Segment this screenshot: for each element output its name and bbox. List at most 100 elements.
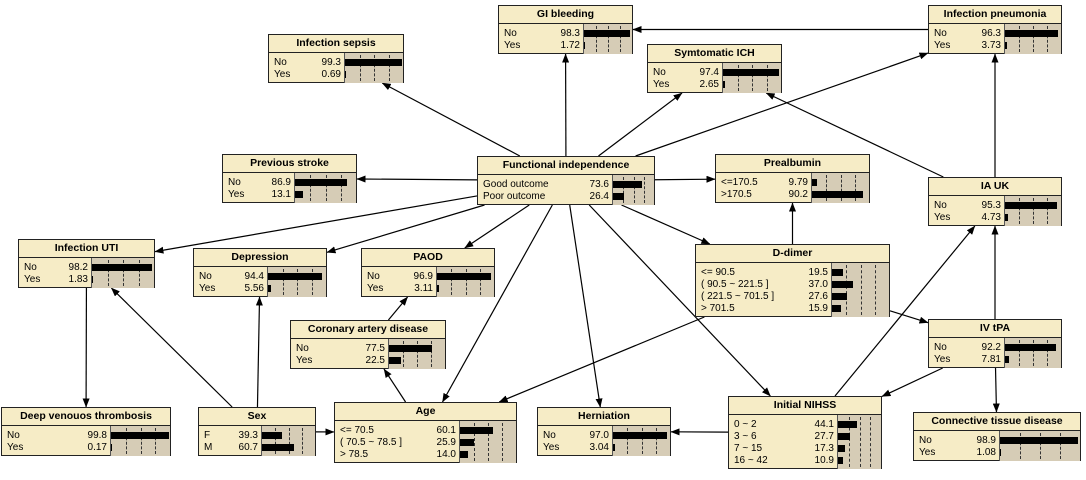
bar-gridline [141, 428, 142, 454]
state-label: Poor outcome [483, 191, 546, 202]
state-probability: 60.7 [238, 442, 258, 453]
bar-gridline [312, 269, 313, 295]
node-title: Prealbumin [716, 155, 869, 173]
state-label: M [204, 442, 213, 453]
probability-bar [613, 193, 624, 200]
state-label: Yes [367, 283, 384, 294]
bar-gridline [302, 428, 303, 454]
probability-bar-area [267, 267, 326, 297]
bar-gridline [126, 428, 127, 454]
bar-gridline [656, 428, 657, 454]
edge-fi-to-ddimer [621, 204, 711, 245]
bar-gridline [155, 428, 156, 454]
probability-bar [460, 451, 468, 458]
node-title: Previous stroke [223, 155, 356, 173]
state-probability: 1.72 [560, 40, 580, 51]
edge-sex-to-depr [255, 296, 263, 408]
bar-gridline [289, 428, 290, 454]
edge-fi-to-age [441, 204, 553, 403]
state-label: >170.5 [721, 189, 752, 200]
probability-bar [812, 191, 863, 198]
state-probability: 4.73 [981, 212, 1001, 223]
node-title: Sex [199, 408, 315, 426]
probability-bar-area [459, 421, 516, 463]
probability-bar-area [837, 415, 881, 469]
edge-ivtpa-to-cti [992, 367, 1000, 413]
state-probability: 99.3 [321, 57, 341, 68]
bar-gridline [875, 265, 876, 315]
probability-bar [613, 444, 615, 451]
state-label: No [296, 343, 309, 354]
probability-bar [838, 457, 843, 464]
edge-fi-to-paod [464, 204, 530, 249]
edge-nihss-to-iauk [834, 225, 976, 397]
bar-gridline [451, 269, 452, 295]
bar-gridline [1033, 198, 1034, 224]
state-probability: 77.5 [365, 343, 385, 354]
probability-bar-area [612, 175, 654, 205]
node-title: Herniation [538, 408, 670, 426]
probability-bar [295, 191, 303, 198]
state-probability: 2.65 [699, 79, 719, 90]
state-label: 16 ~ 42 [734, 455, 768, 466]
probability-bar [92, 264, 152, 271]
state-label: No [24, 262, 37, 273]
probability-bar-area [91, 258, 154, 288]
bar-gridline [608, 26, 609, 52]
node-title: IV tPA [929, 320, 1061, 338]
state-label: Yes [228, 189, 245, 200]
state-label: Good outcome [483, 179, 549, 190]
probability-bar-area [1004, 24, 1061, 54]
state-label: Yes [504, 40, 521, 51]
state-probability: 0.69 [321, 69, 341, 80]
bar-gridline [139, 260, 140, 286]
node-title: Initial NIHSS [729, 397, 881, 415]
probability-bar [1000, 449, 1001, 456]
state-probability: 98.9 [976, 435, 996, 446]
state-label: <= 90.5 [701, 267, 735, 278]
state-label: Yes [934, 354, 951, 365]
state-label: Yes [7, 442, 24, 453]
bar-gridline [826, 175, 827, 201]
bar-gridline [1047, 26, 1048, 52]
bar-gridline [849, 417, 850, 467]
state-label: 3 ~ 6 [734, 431, 757, 442]
probability-bar [111, 432, 169, 439]
bar-gridline [855, 175, 856, 201]
